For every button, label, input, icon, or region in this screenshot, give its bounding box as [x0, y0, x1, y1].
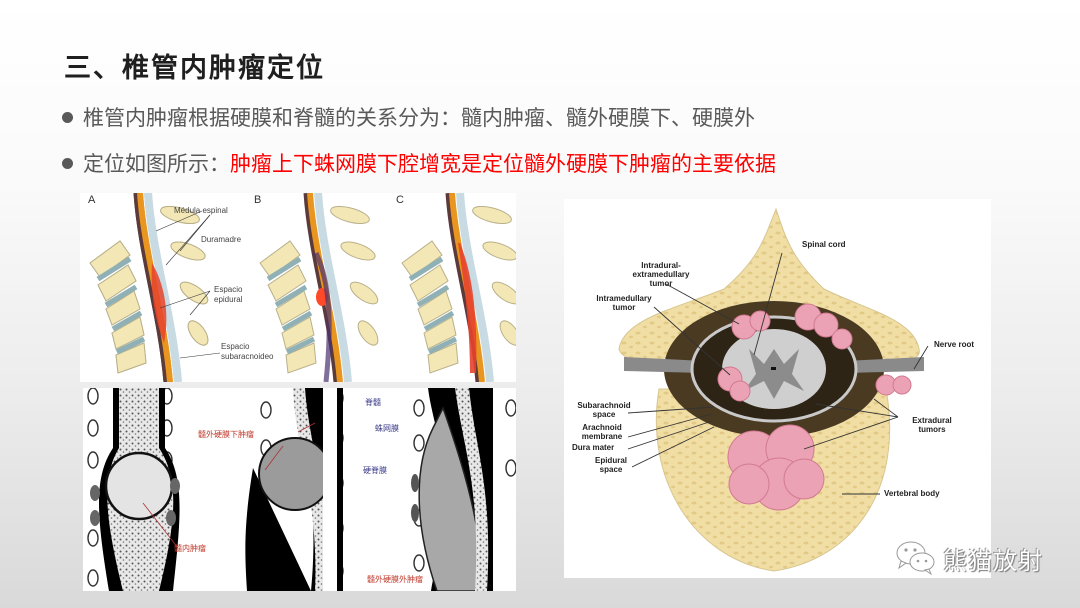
- bullet-prefix: 定位如图所示：: [83, 152, 230, 176]
- bullet-classification: 椎管内肿瘤根据硬膜和脊髓的关系分为：髓内肿瘤、髓外硬膜下、硬膜外: [62, 102, 755, 132]
- panel-label-a: A: [88, 194, 96, 206]
- label-line: tumor: [649, 278, 673, 288]
- label-line: extramedullary: [632, 269, 690, 279]
- axial-tumor-figure: Intradural- extramedullary tumor Intrame…: [564, 199, 991, 578]
- label-intradural-extramedullary: Intradural- extramedullary tumor: [626, 261, 696, 288]
- bullet-localization: 定位如图所示： 肿瘤上下蛛网膜下腔增宽是定位髓外硬膜下肿瘤的主要依据: [62, 148, 776, 178]
- label-intramedullary-cn: 髓内肿瘤: [174, 544, 206, 553]
- label-epidural-space: Epidural space: [586, 456, 636, 475]
- watermark: 熊猫放射: [895, 540, 1043, 576]
- sagittal-tumor-figure: A B C Médula espinal Duramadre Espacio e…: [80, 193, 516, 382]
- axial-illustration: [618, 207, 929, 572]
- watermark-text: 熊猫放射: [943, 546, 1043, 575]
- panel-label-c: C: [396, 194, 404, 206]
- label-intradural-extramedullary-cn: 髓外硬膜下肿瘤: [198, 430, 254, 439]
- label-medula-espinal: Médula espinal: [174, 206, 228, 215]
- bullet-highlight: 肿瘤上下蛛网膜下腔增宽是定位髓外硬膜下肿瘤的主要依据: [230, 152, 776, 176]
- schematic-illustration: [87, 388, 516, 591]
- label-spinal-cord-cn: 脊髓: [365, 398, 381, 407]
- label-line: tumor: [612, 302, 636, 312]
- label-nerve-root: Nerve root: [934, 340, 975, 349]
- label-line: Epidural: [594, 456, 627, 465]
- panel-label-b: B: [254, 194, 262, 206]
- label-extradural-tumors: Extradural tumors: [902, 416, 962, 435]
- label-line: membrane: [581, 431, 623, 441]
- label-arachnoid-cn: 蛛网膜: [375, 424, 399, 433]
- slide-title: 三、椎管内肿瘤定位: [64, 53, 325, 84]
- label-line: Intradural-: [641, 261, 681, 270]
- label-vertebral-body: Vertebral body: [884, 489, 940, 498]
- bullet-text: 椎管内肿瘤根据硬膜和脊髓的关系分为：髓内肿瘤、髓外硬膜下、硬膜外: [83, 106, 755, 130]
- label-intramedullary: Intramedullary tumor: [589, 294, 659, 313]
- label-dura-mater: Dura mater: [572, 443, 615, 452]
- label-line: space: [592, 409, 616, 419]
- label-arachnoid-membrane: Arachnoid membrane: [572, 423, 632, 442]
- bullet-dot-icon: [62, 111, 73, 123]
- label-line: Arachnoid: [582, 423, 622, 432]
- label-line: space: [599, 464, 623, 474]
- label-espacio-epidural-2: epidural: [214, 295, 243, 304]
- label-espacio-subaracnoideo-1: Espacio: [221, 342, 250, 351]
- label-line: tumors: [918, 424, 946, 434]
- label-spinal-cord: Spinal cord: [802, 240, 846, 249]
- label-dura-cn: 硬脊膜: [363, 466, 387, 475]
- schematic-tumor-figure: 髓外硬膜下肿瘤 髓内肿瘤 脊髓 蛛网膜 硬脊膜 髓外硬膜外肿瘤: [83, 388, 516, 591]
- wechat-icon: [896, 541, 935, 576]
- sagittal-illustration: [80, 193, 516, 382]
- label-subarachnoid-space: Subarachnoid space: [574, 401, 634, 420]
- label-duramadre: Duramadre: [201, 235, 242, 244]
- label-line: Intramedullary: [596, 294, 652, 303]
- label-espacio-subaracnoideo-2: subaracnoideo: [221, 352, 274, 361]
- label-line: Extradural: [912, 416, 952, 425]
- label-extradural-cn: 髓外硬膜外肿瘤: [367, 575, 423, 584]
- bullet-dot-icon: [62, 157, 73, 169]
- label-line: Subarachnoid: [577, 401, 631, 410]
- label-espacio-epidural-1: Espacio: [214, 285, 243, 294]
